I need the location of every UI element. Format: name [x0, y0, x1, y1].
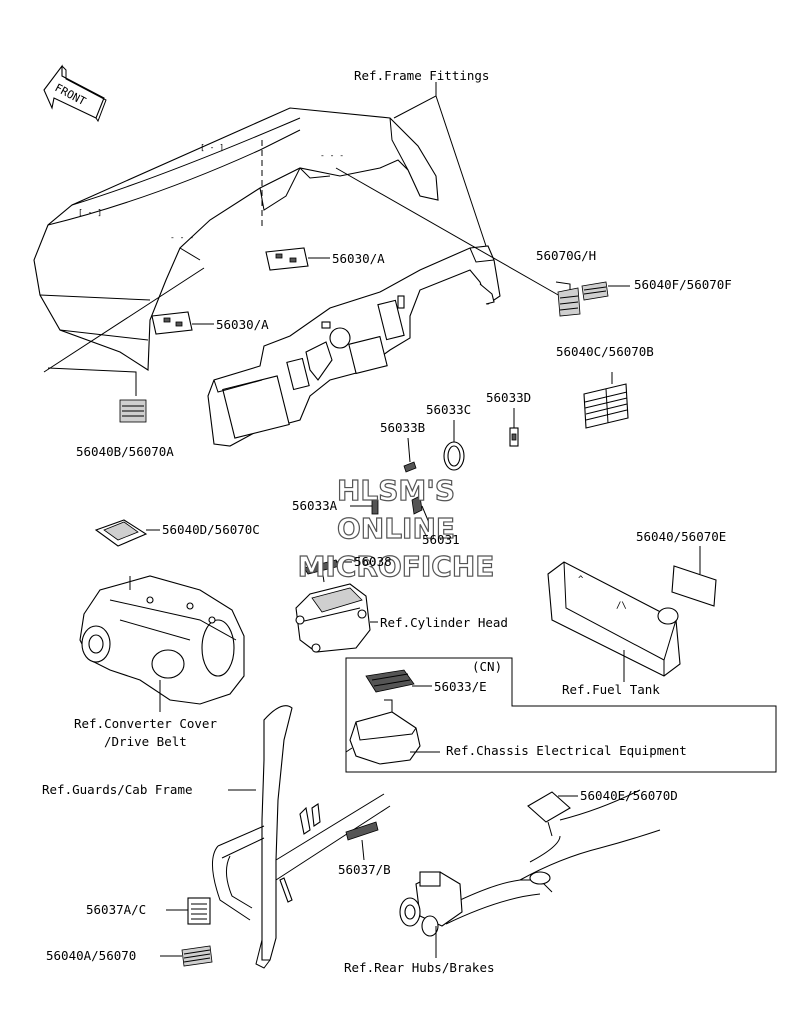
ring-56033c: [443, 420, 465, 471]
watermark: HLSM'S ONLINE MICROFICHE: [297, 473, 495, 583]
label-56033c: 56033C: [426, 402, 471, 417]
watermark-line-1: HLSM'S: [337, 474, 455, 507]
dashboard-frame: [207, 245, 501, 447]
cargo-bed-panel: [ - ] [ - ] - - - - - -: [33, 107, 439, 371]
label-ref-chassis: Ref.Chassis Electrical Equipment: [446, 743, 687, 758]
front-arrow-icon: FRONT: [43, 64, 107, 123]
label-ref-converter-1: Ref.Converter Cover: [74, 716, 217, 731]
label-56030a-top: 56030/A: [332, 251, 385, 266]
decal-56038: [303, 559, 352, 583]
rear-axle-assembly: [399, 789, 661, 958]
decal-56040c: [583, 372, 629, 429]
label-ref-frame-fittings: Ref.Frame Fittings: [354, 68, 489, 83]
decal-56070gh: [555, 281, 581, 317]
decal-56037ac: [166, 897, 211, 925]
decal-56040-tank: [671, 546, 717, 607]
label-ref-converter-2: /Drive Belt: [104, 734, 187, 749]
label-56038: 56038: [354, 554, 392, 569]
label-region-cn: (CN): [472, 659, 502, 674]
fuel-tank: ^ /\: [547, 561, 681, 682]
decal-56040a: [160, 945, 213, 967]
decal-56040b: [119, 399, 147, 423]
label-56030a-left: 56030/A: [216, 317, 269, 332]
watermark-line-2: ONLINE: [337, 512, 455, 545]
decal-56031: [411, 495, 433, 531]
svg-text:/\: /\: [616, 601, 627, 611]
label-ref-rear-hubs: Ref.Rear Hubs/Brakes: [344, 960, 495, 975]
svg-text:[ - ]: [ - ]: [200, 143, 224, 152]
svg-text:- - -: - - -: [170, 233, 194, 242]
decal-56037b: [345, 821, 379, 861]
frame-fittings-leader: [435, 95, 487, 247]
decal-56040d: [94, 519, 160, 547]
chassis-electrical-unit: [345, 699, 440, 765]
cn-region-box: [345, 657, 777, 773]
watermark-line-3: MICROFICHE: [298, 550, 495, 583]
label-56040e: 56040E/56070D: [580, 788, 678, 803]
label-56070gh: 56070G/H: [536, 248, 596, 263]
label-56040a: 56040A/56070: [46, 948, 136, 963]
converter-cover: [79, 575, 245, 712]
label-56033b: 56033B: [380, 420, 425, 435]
decal-56033b: [403, 437, 417, 473]
decal-56030a-left: [151, 311, 214, 335]
label-56033e: 56033/E: [434, 679, 487, 694]
frame-fittings-leader: [393, 82, 437, 119]
svg-text:- - -: - - -: [320, 151, 344, 160]
svg-text:^: ^: [578, 575, 584, 585]
svg-text:[ - ]: [ - ]: [78, 208, 102, 217]
label-56040b: 56040B/56070A: [76, 444, 174, 459]
label-56037ac: 56037A/C: [86, 902, 146, 917]
label-56031: 56031: [422, 532, 460, 547]
cab-frame: [212, 705, 391, 969]
label-56037b: 56037/B: [338, 862, 391, 877]
decal-56040f: [581, 281, 630, 301]
guide-line: [43, 267, 205, 373]
decal-56030a-top: [265, 247, 330, 271]
cylinder-head: [295, 583, 378, 653]
decal-56033d: [509, 408, 519, 447]
label-ref-guards: Ref.Guards/Cab Frame: [42, 782, 193, 797]
label-56033a: 56033A: [292, 498, 338, 513]
label-56040f: 56040F/56070F: [634, 277, 732, 292]
label-ref-cylinder-head: Ref.Cylinder Head: [380, 615, 508, 630]
label-56040d: 56040D/56070C: [162, 522, 260, 537]
guide-line: [47, 367, 137, 396]
decal-56033e: [365, 669, 432, 693]
guide-line: [335, 167, 561, 297]
label-56040-tank: 56040/56070E: [636, 529, 726, 544]
decal-56040e: [527, 791, 578, 837]
label-56033d: 56033D: [486, 390, 531, 405]
label-ref-fuel-tank: Ref.Fuel Tank: [562, 682, 660, 697]
label-56040c: 56040C/56070B: [556, 344, 654, 359]
decal-56033a: [350, 499, 379, 515]
